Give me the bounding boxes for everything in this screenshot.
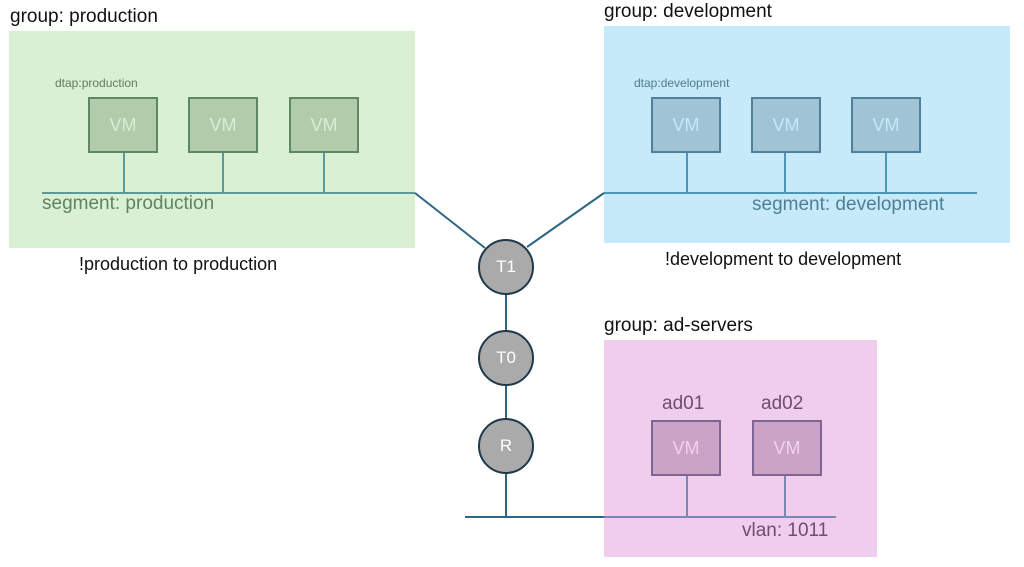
vlan-label: vlan: 1011 [742,520,829,541]
ad02-name: ad02 [761,393,804,414]
development-dtap-tag: dtap:development [634,76,730,90]
vm-label: VM [109,114,137,135]
production-vm-2[interactable]: VM [188,97,258,153]
ad02-vm[interactable]: VM [752,420,822,476]
vm-label: VM [672,437,700,458]
development-policy-label: !development to development [665,249,902,269]
ad-servers-group-title: group: ad-servers [604,315,753,336]
production-segment-label: segment: production [42,193,215,214]
vm-label: VM [773,437,801,458]
t0-router-label: T0 [496,348,516,367]
vm-label: VM [209,114,237,135]
production-dtap-tag: dtap:production [55,76,138,90]
vm-label: VM [672,114,700,135]
development-segment-label: segment: development [752,194,945,215]
production-group-title: group: production [10,6,158,27]
production-vm-1[interactable]: VM [88,97,158,153]
production-vm-3[interactable]: VM [289,97,359,153]
r-router-label: R [499,436,513,455]
vm-label: VM [872,114,900,135]
development-vm-1[interactable]: VM [651,97,721,153]
development-vm-3[interactable]: VM [851,97,921,153]
ad01-vm[interactable]: VM [651,420,721,476]
t1-router-label: T1 [496,257,516,276]
ad-servers-zone [604,340,877,557]
development-vm-2[interactable]: VM [751,97,821,153]
vm-label: VM [772,114,800,135]
ad01-name: ad01 [662,393,705,414]
production-policy-label: !production to production [79,254,278,274]
vm-label: VM [310,114,338,135]
development-group-title: group: development [604,1,772,22]
production-uplink [414,192,486,249]
development-uplink [526,192,605,248]
t1-router[interactable]: T1 [478,239,534,295]
r-router[interactable]: R [478,418,534,474]
t0-router[interactable]: T0 [478,330,534,386]
